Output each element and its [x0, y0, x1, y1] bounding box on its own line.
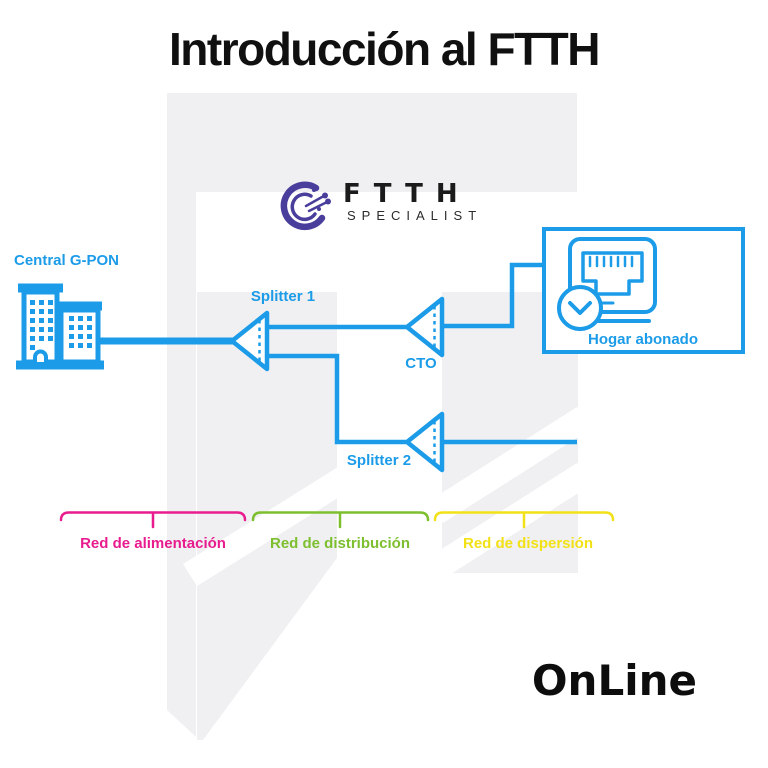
building-icon	[16, 283, 104, 370]
splitter1-to-splitter2-link	[264, 353, 406, 445]
splitter2-label: Splitter 2	[346, 452, 412, 469]
logo-subtitle: SPECIALIST	[347, 208, 483, 223]
splitter2-icon	[404, 411, 445, 473]
online-brand-text: OnLine	[531, 656, 697, 705]
fiber-links	[100, 262, 577, 445]
cto-icon	[404, 296, 445, 358]
splitter1-icon	[229, 310, 270, 372]
central-gpon-label: Central G-PON	[14, 252, 120, 269]
page-title: Introducción al FTTH	[169, 23, 600, 75]
background-watermark	[167, 93, 591, 740]
distribution-brace	[251, 511, 430, 529]
fiber-crescent-icon	[280, 181, 331, 231]
cto-to-home-link	[440, 262, 546, 329]
feeder-brace	[59, 511, 247, 529]
dispersion-brace	[433, 511, 615, 529]
distribution-network-label: Red de distribución	[269, 535, 410, 552]
chevron-down-icon	[568, 301, 592, 315]
hogar-abonado-label: Hogar abonado	[587, 331, 698, 348]
feeder-network-label: Red de alimentación	[80, 535, 226, 552]
cto-label: CTO	[405, 355, 437, 372]
home-node	[542, 227, 745, 354]
ethernet-port-icon	[557, 237, 657, 331]
status-circle-icon	[557, 285, 603, 331]
dispersion-network-label: Red de dispersión	[462, 535, 594, 552]
logo-wordmark: FTTH	[343, 179, 471, 209]
splitter1-label: Splitter 1	[250, 288, 316, 305]
segment-braces	[59, 511, 615, 529]
